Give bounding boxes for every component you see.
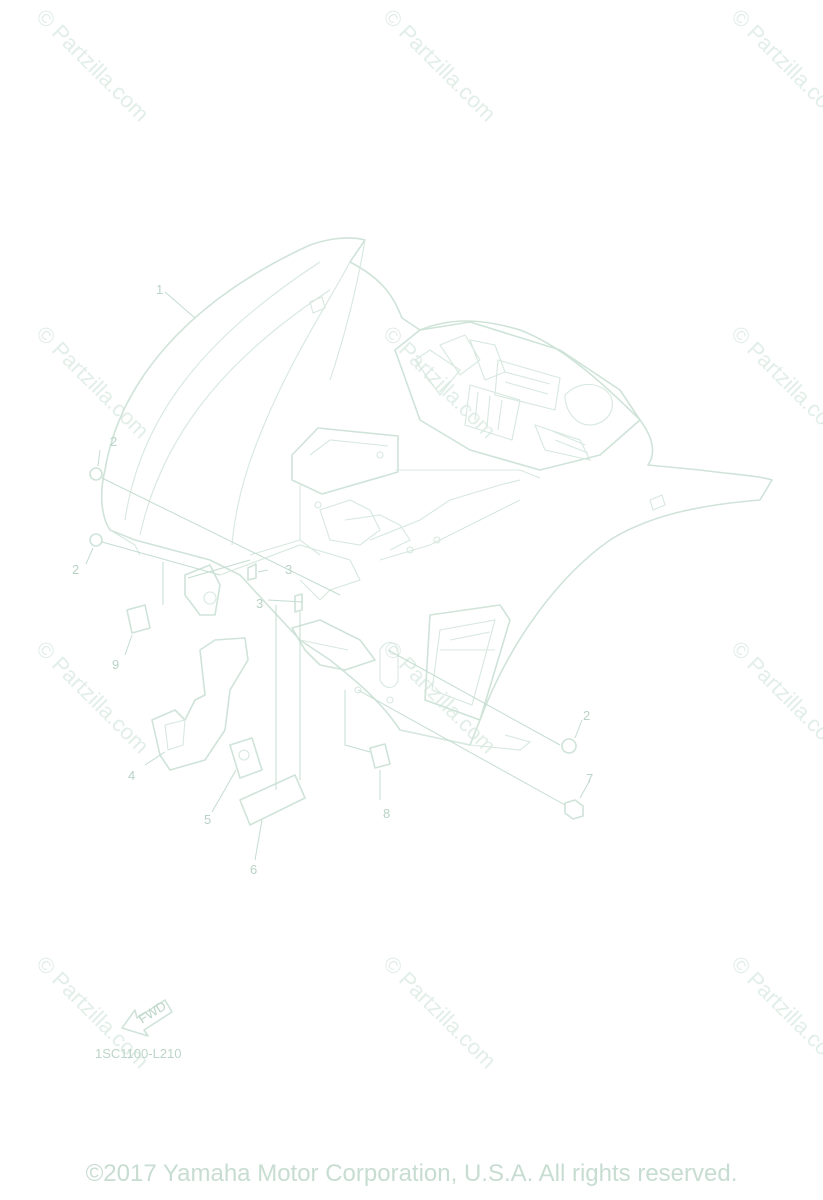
callout-number: 9 [112, 657, 119, 672]
callout-number: 3 [285, 562, 292, 577]
watermark: © Partzilla.com [726, 951, 823, 1074]
watermark: © Partzilla.com [726, 321, 823, 444]
grommet-icon [561, 738, 577, 754]
grommet-icon [89, 467, 103, 481]
callout-number: 8 [383, 806, 390, 821]
clip-icon [126, 604, 151, 634]
exploded-parts [89, 467, 584, 826]
callout-number: 5 [204, 812, 211, 827]
grommet-icon [89, 533, 103, 547]
copyright-notice: ©2017 Yamaha Motor Corporation, U.S.A. A… [85, 1160, 738, 1187]
fwd-label: FWD [136, 998, 169, 1026]
watermark: © Partzilla.com [31, 4, 154, 127]
clip-icon [369, 743, 391, 769]
watermark: © Partzilla.com [31, 636, 154, 759]
callout-number: 7 [586, 771, 593, 786]
callout-number: 2 [110, 434, 117, 449]
watermark: © Partzilla.com [378, 321, 501, 444]
callouts: 1 2 2 2 3 3 4 5 6 7 8 9 [72, 282, 593, 877]
decal-icon [151, 637, 249, 771]
label-icon [229, 737, 263, 779]
callout-number: 2 [583, 708, 590, 723]
leader-lines [85, 291, 591, 861]
watermark: © Partzilla.com [726, 636, 823, 759]
fwd-arrow: FWD [121, 998, 173, 1037]
callout-number: 1 [156, 282, 163, 297]
rear-fender-drawing [100, 237, 773, 751]
watermark: © Partzilla.com [726, 4, 823, 127]
label-icon [239, 774, 306, 826]
watermark: © Partzilla.com [378, 951, 501, 1074]
callout-number: 4 [128, 768, 135, 783]
watermarks: © Partzilla.com © Partzilla.com © Partzi… [31, 4, 823, 1074]
forward-arrow-icon [121, 999, 173, 1037]
callout-number: 6 [250, 862, 257, 877]
nut-icon [564, 799, 584, 820]
watermark: © Partzilla.com [378, 4, 501, 127]
watermark: © Partzilla.com [31, 321, 154, 444]
callout-number: 3 [256, 596, 263, 611]
bolt-icon [294, 593, 303, 613]
diagram-code: 1SC1100-L210 [95, 1046, 182, 1061]
callout-number: 2 [72, 562, 79, 577]
bolt-icon [247, 563, 257, 581]
watermark: © Partzilla.com [378, 636, 501, 759]
